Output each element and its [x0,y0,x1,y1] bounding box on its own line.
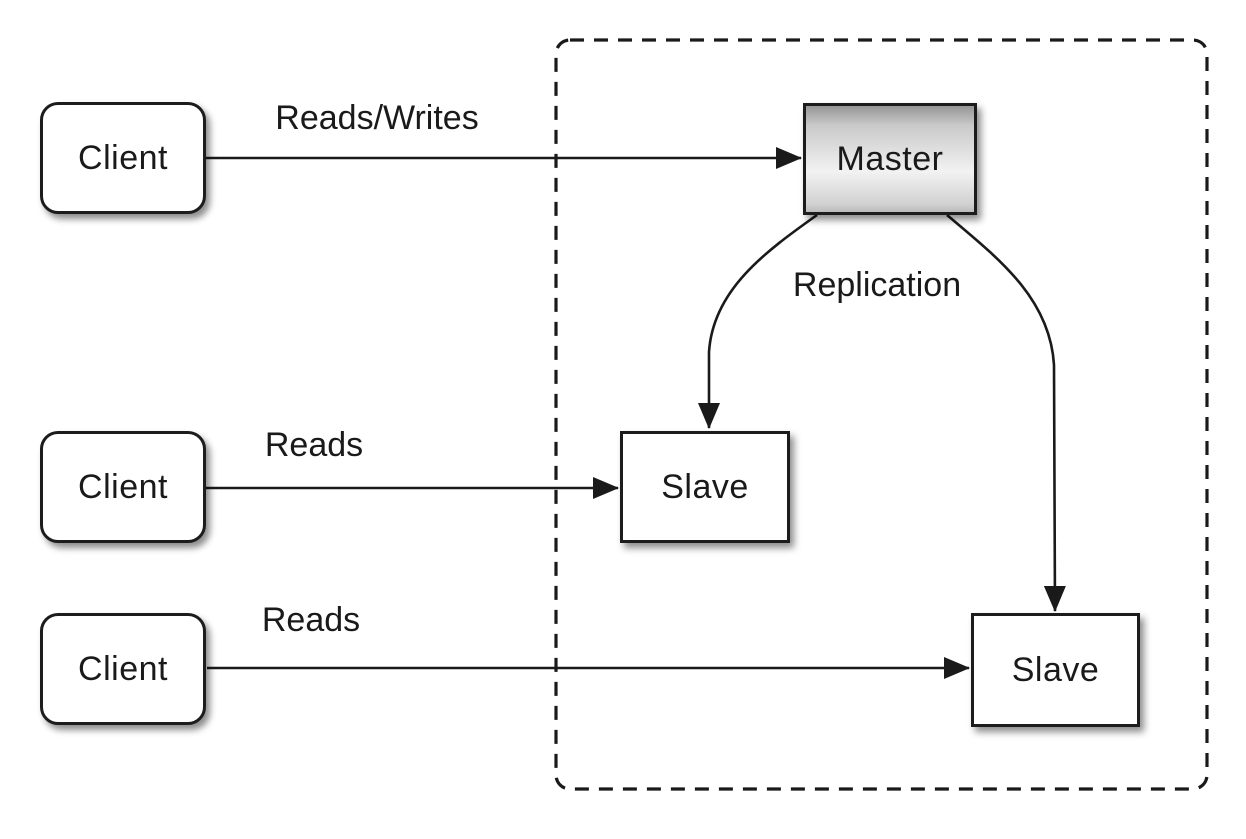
client-node-top: Client [40,102,206,214]
slave-node-bottom-label: Slave [1011,650,1100,689]
client-node-bottom: Client [40,613,206,725]
slave-node-middle: Slave [620,431,790,543]
client-node-middle: Client [40,431,206,543]
edge-label-reads-middle: Reads [264,426,364,464]
master-node-label: Master [836,139,944,178]
slave-node-bottom: Slave [971,613,1140,727]
arrow-replication-left [698,213,818,429]
client-node-middle-label: Client [78,467,168,506]
client-node-top-label: Client [78,138,168,177]
edge-label-reads-bottom: Reads [261,601,361,639]
client-node-bottom-label: Client [78,649,168,688]
master-node: Master [803,103,977,215]
edge-label-replication: Replication [792,266,962,304]
slave-node-middle-label: Slave [661,467,749,506]
arrow-replication-right [946,214,1066,612]
edge-label-reads-writes: Reads/Writes [275,99,479,137]
